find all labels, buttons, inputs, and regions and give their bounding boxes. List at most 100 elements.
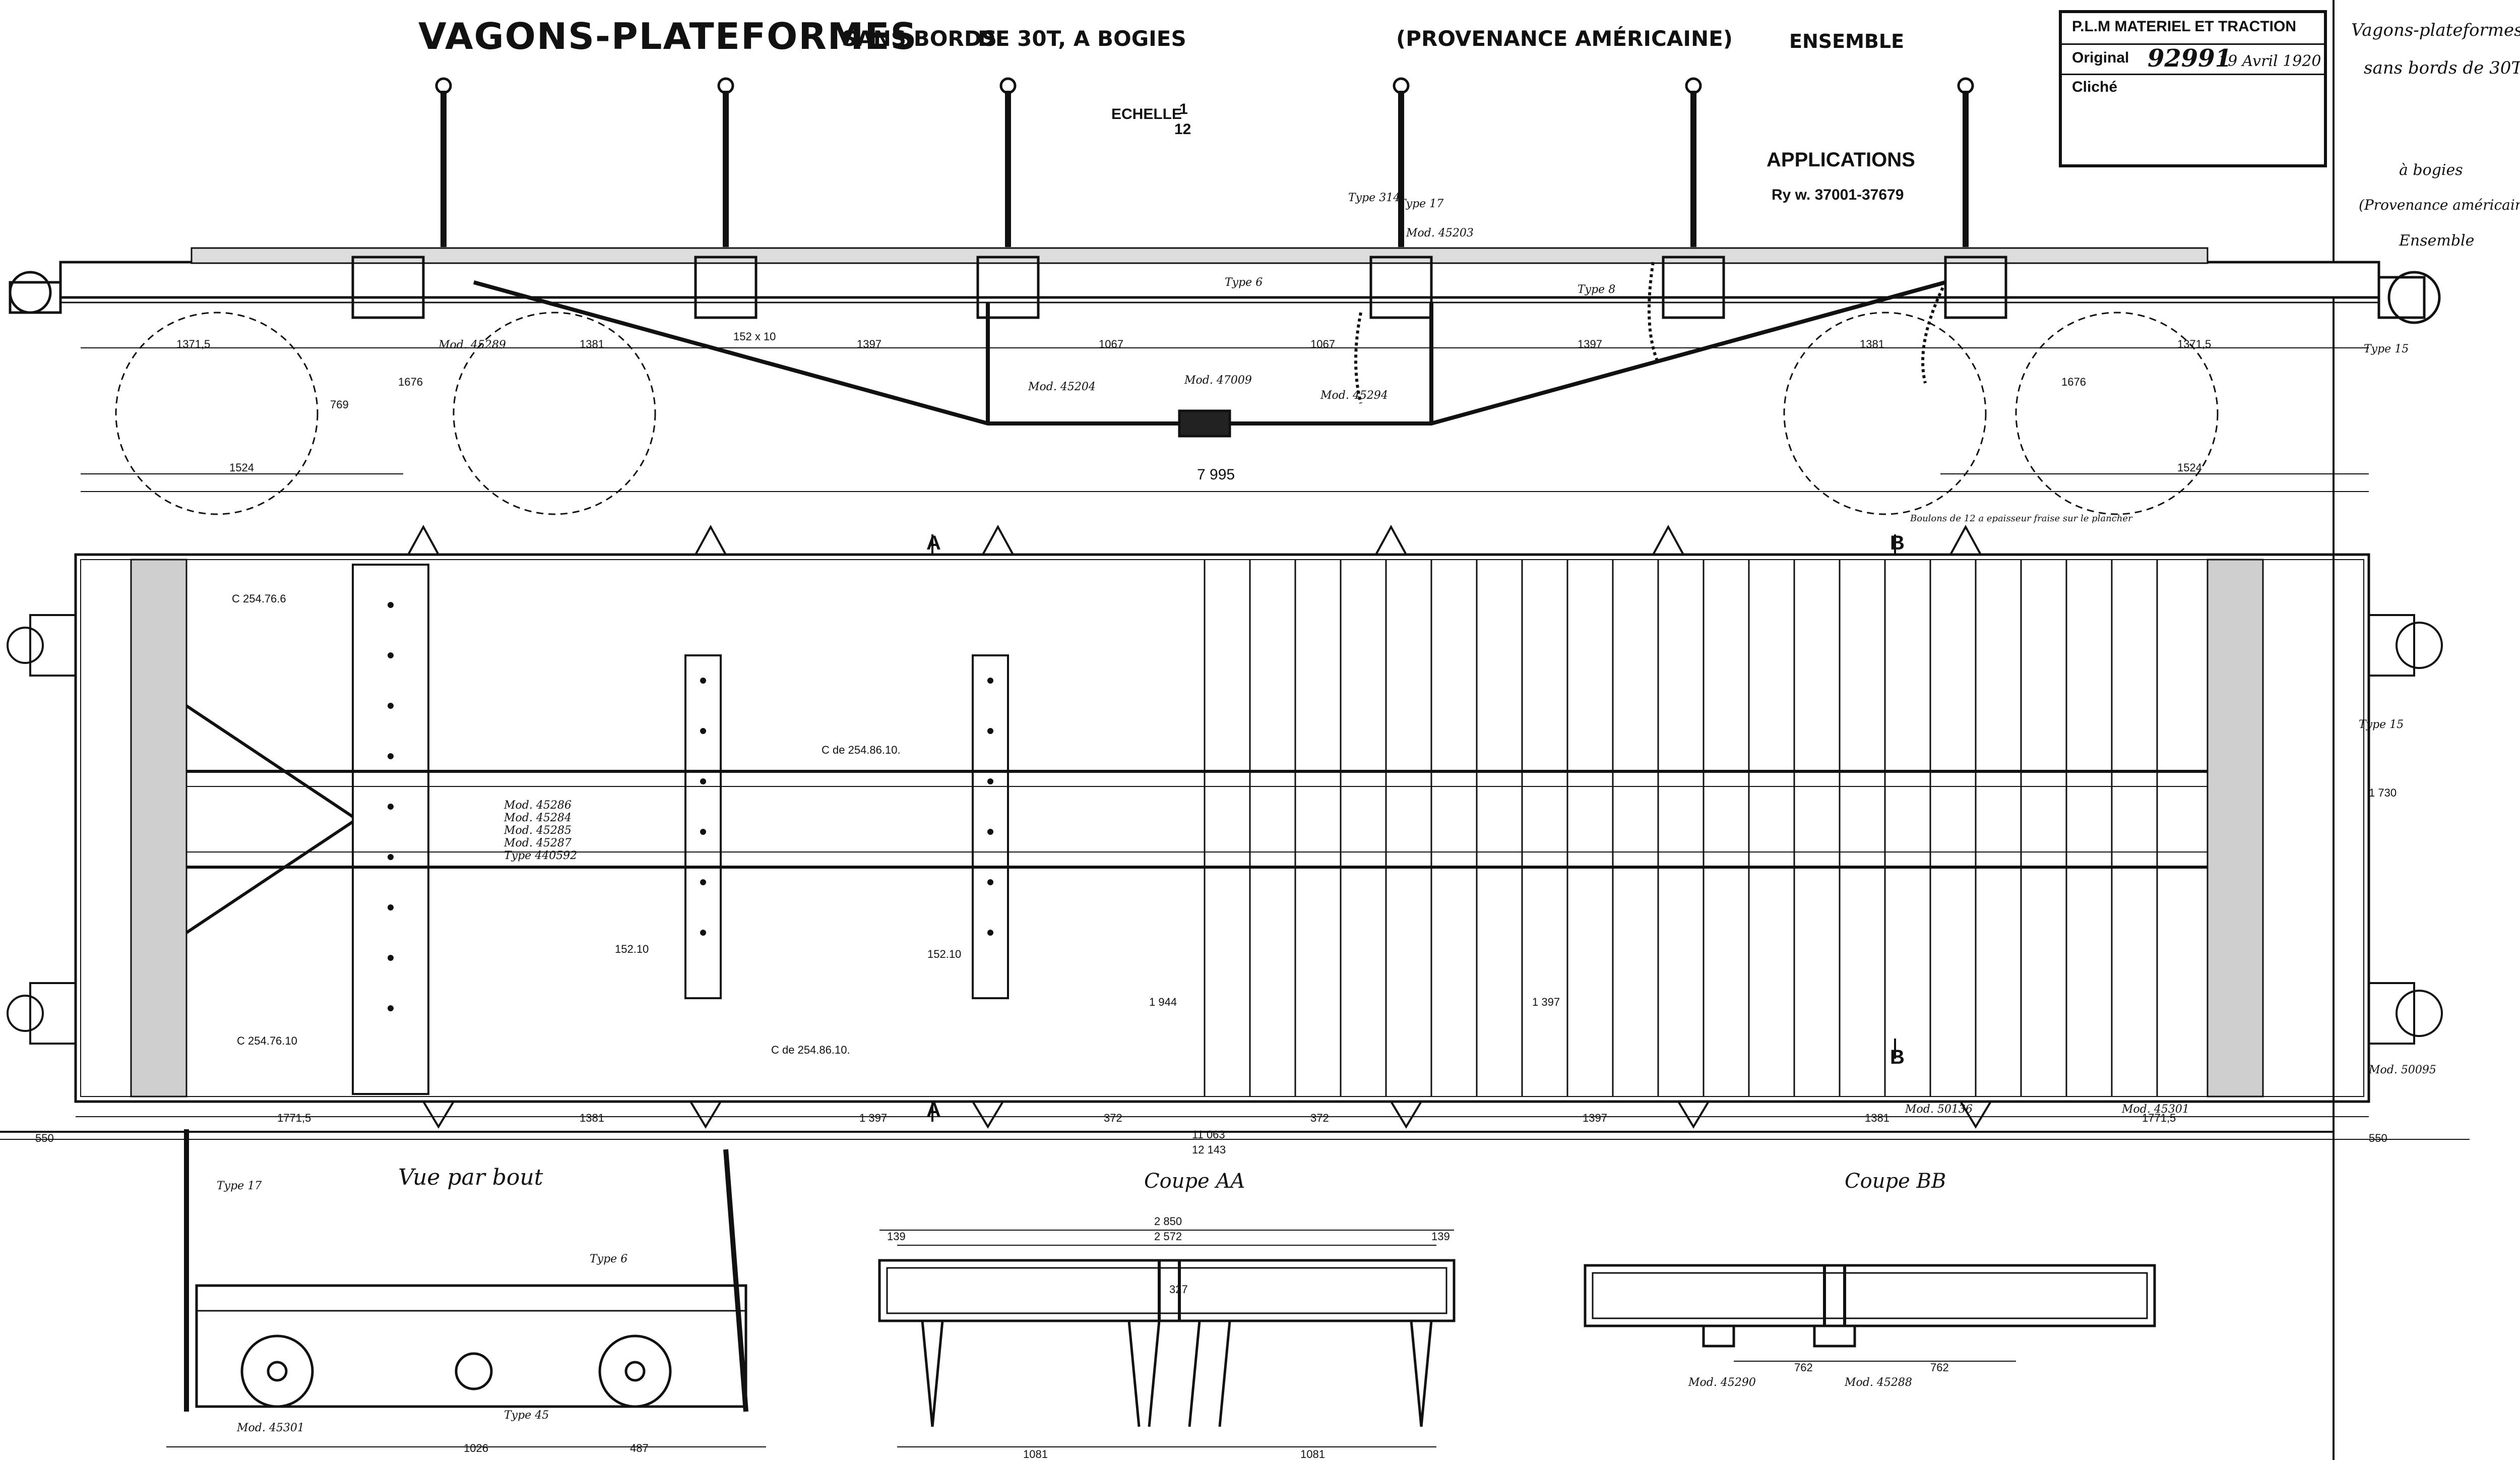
cartouche: P.L.M MATERIEL ET TRACTION Original 9299… xyxy=(2059,10,2327,167)
cartouche-cliche-label: Cliché xyxy=(2072,79,2118,95)
bb-note-mod45288: Mod. 45288 xyxy=(1845,1376,1912,1389)
elev-dim-1676-left: 1676 xyxy=(398,376,423,388)
title-ensemble: ENSEMBLE xyxy=(1789,30,1905,52)
margin-note-line2: sans bords de 30T xyxy=(2364,58,2520,78)
echelle-num: 1 xyxy=(1179,101,1188,117)
aa-dim-2572: 2 572 xyxy=(1154,1230,1182,1243)
elev-note-mod45203: Mod. 45203 xyxy=(1406,227,1474,239)
aa-dim-1081-left: 1081 xyxy=(1023,1448,1048,1460)
title-de-30t: DE 30T, A BOGIES xyxy=(978,26,1186,51)
plan-note-c254-76-bot: C 254.76.10 xyxy=(237,1034,297,1047)
plan-dim-1730: 1 730 xyxy=(2369,786,2397,799)
elev-dim-769: 769 xyxy=(330,398,349,411)
margin-note-line4: (Provenance américaine) xyxy=(2359,197,2520,213)
plan-note-152-10-a: 152.10 xyxy=(615,943,649,955)
elev-dim-1397-left: 1397 xyxy=(857,338,881,350)
elev-dim-1381-left: 1381 xyxy=(580,338,604,350)
elev-note-mod45289: Mod. 45289 xyxy=(438,339,506,351)
plan-note-top: Boulons de 12 a epaisseur fraise sur le … xyxy=(1910,513,2132,524)
elev-dim-7995: 7 995 xyxy=(1197,466,1235,483)
vb-dim-1026: 1026 xyxy=(464,1442,488,1454)
elev-dim-1397-right: 1397 xyxy=(1578,338,1602,350)
cartouche-original-number: 92991 xyxy=(2148,44,2232,73)
margin-note-line5: Ensemble xyxy=(2399,232,2475,250)
elev-dim-1524-right: 1524 xyxy=(2177,461,2202,474)
margin-note-line1: Vagons-plateformes xyxy=(2351,20,2520,40)
plan-dim-12143: 12 143 xyxy=(1192,1143,1226,1156)
elev-note-mod45204: Mod. 45204 xyxy=(1028,381,1096,393)
echelle-den: 12 xyxy=(1174,121,1191,138)
vb-note-type17: Type 17 xyxy=(217,1180,262,1192)
elev-note-type15: Type 15 xyxy=(2364,343,2409,355)
elev-note-type17: Type 17 xyxy=(1399,198,1444,210)
section-mark-a-top: A xyxy=(926,532,941,554)
elev-note-mod45294: Mod. 45294 xyxy=(1320,389,1388,402)
aa-dim-139-right: 139 xyxy=(1431,1230,1450,1243)
applications-heading: APPLICATIONS xyxy=(1767,149,1915,171)
applications-text: Ry w. 37001-37679 xyxy=(1772,187,1904,203)
plan-note-mod-5: Type 440592 xyxy=(504,849,578,862)
aa-dim-327: 327 xyxy=(1169,1283,1188,1296)
elev-note-type8: Type 8 xyxy=(1578,283,1616,296)
elev-dim-1067-left: 1067 xyxy=(1099,338,1123,350)
aa-dim-2850: 2 850 xyxy=(1154,1215,1182,1228)
view-title-coupe-aa: Coupe AA xyxy=(1144,1170,1245,1193)
plan-dim-550-right: 550 xyxy=(2369,1132,2387,1144)
plan-dim-1397-right: 1397 xyxy=(1583,1112,1607,1124)
vb-note-mod45301: Mod. 45301 xyxy=(237,1422,304,1434)
plan-note-mod45301: Mod. 45301 xyxy=(2122,1103,2189,1116)
plan-dim-1771-left: 1771,5 xyxy=(277,1112,311,1124)
plan-note-type15: Type 15 xyxy=(2359,718,2404,731)
title-sans-bords: SANS BORDS xyxy=(842,26,997,51)
bb-dim-762-right: 762 xyxy=(1930,1361,1949,1374)
plan-dim-1771-right: 1771,5 xyxy=(2142,1112,2176,1124)
elev-dim-1371-left: 1371,5 xyxy=(176,338,211,350)
title-provenance: (PROVENANCE AMÉRICAINE) xyxy=(1396,26,1733,51)
plan-dim-1397-mid: 1 397 xyxy=(1532,996,1560,1008)
elev-dim-1067-right: 1067 xyxy=(1310,338,1335,350)
section-mark-b-bottom: B xyxy=(1890,1046,1905,1068)
plan-dim-372-left: 372 xyxy=(1104,1112,1122,1124)
section-aa xyxy=(878,1230,1456,1447)
side-elevation xyxy=(9,77,2441,515)
margin-note-line3: à bogies xyxy=(2399,161,2463,179)
view-title-end: Vue par bout xyxy=(398,1165,543,1190)
section-mark-a-bottom: A xyxy=(926,1099,941,1121)
plan-dim-1944: 1 944 xyxy=(1149,996,1177,1008)
plan-view xyxy=(0,524,2470,1140)
plan-note-c254-86-mid: C de 254.86.10. xyxy=(822,744,901,756)
plan-note-mod-4: Mod. 45287 xyxy=(504,837,572,849)
vb-note-type6: Type 6 xyxy=(590,1253,628,1265)
plan-dim-1381-left: 1381 xyxy=(580,1112,604,1124)
plan-dim-550-left: 550 xyxy=(35,1132,54,1144)
aa-dim-139-left: 139 xyxy=(887,1230,906,1243)
view-title-coupe-bb: Coupe BB xyxy=(1845,1170,1946,1193)
elev-note-mod47009: Mod. 47009 xyxy=(1184,374,1252,387)
end-view xyxy=(166,1129,766,1447)
cartouche-date: 19 Avril 1920 xyxy=(2218,52,2321,70)
elev-note-152x10: 152 x 10 xyxy=(733,330,776,343)
plan-note-mod-1: Mod. 45286 xyxy=(504,799,572,812)
section-mark-b-top: B xyxy=(1890,532,1905,554)
elev-dim-1676-right: 1676 xyxy=(2061,376,2086,388)
elev-note-type314: Type 314 xyxy=(1348,192,1401,204)
plan-note-152-10-b: 152.10 xyxy=(927,948,962,960)
title-main: VAGONS-PLATEFORMES xyxy=(418,15,918,57)
sheet-frame xyxy=(0,0,2335,1460)
plan-note-mod50095: Mod. 50095 xyxy=(2369,1064,2436,1076)
plan-dim-11063: 11 063 xyxy=(1192,1128,1225,1141)
section-bb xyxy=(1584,1264,2156,1362)
cartouche-original-label: Original xyxy=(2072,49,2129,66)
plan-note-mod-3: Mod. 45285 xyxy=(504,824,572,837)
elev-dim-1381-right: 1381 xyxy=(1860,338,1884,350)
aa-dim-1081-right: 1081 xyxy=(1300,1448,1325,1460)
vb-note-type45: Type 45 xyxy=(504,1409,549,1422)
plan-dim-1381-right: 1381 xyxy=(1865,1112,1889,1124)
vb-dim-487: 487 xyxy=(630,1442,649,1454)
plan-dim-372-right: 372 xyxy=(1310,1112,1329,1124)
bb-note-mod45290: Mod. 45290 xyxy=(1688,1376,1756,1389)
elev-dim-1524-left: 1524 xyxy=(229,461,254,474)
cartouche-header: P.L.M MATERIEL ET TRACTION xyxy=(2072,18,2297,35)
echelle-label: ECHELLE xyxy=(1111,106,1182,123)
